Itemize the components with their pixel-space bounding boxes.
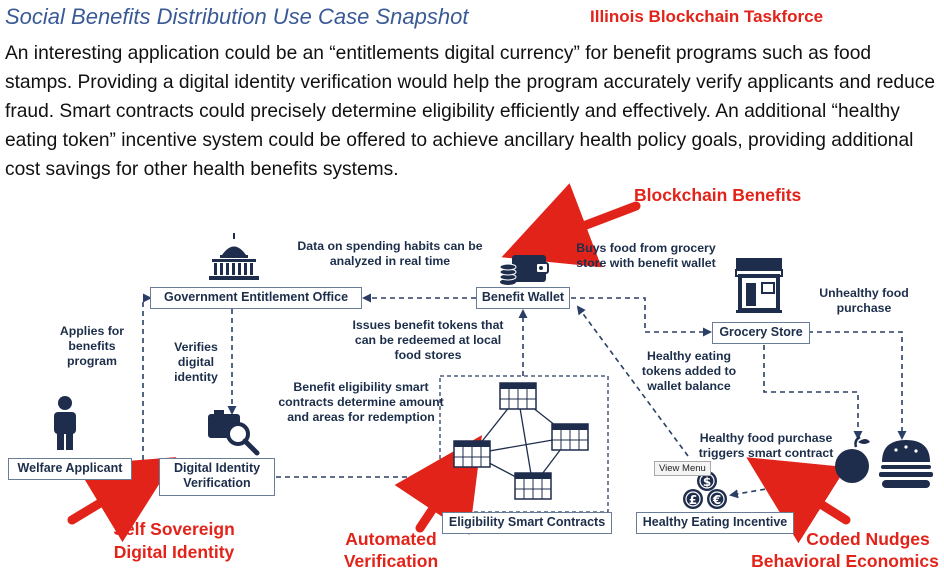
red-arrow-self-sovereign [67, 457, 177, 543]
slide-title: Social Benefits Distribution Use Case Sn… [5, 4, 469, 29]
node-benefit-wallet: Benefit Wallet [476, 287, 570, 309]
annotation-blockchain-benefits: Blockchain Benefits [634, 185, 802, 205]
connector-incentive-to-wallet [576, 305, 689, 457]
note-healthy-purchase: Healthy food purchase triggers smart con… [698, 431, 834, 460]
annotation-automated-line1: Automated [345, 529, 437, 549]
note-verifies: Verifies digital identity [174, 340, 218, 384]
connector-wallet-to-grocery [571, 297, 712, 337]
annotation-automated-line2: Verification [343, 551, 439, 571]
view-menu-tooltip[interactable]: View Menu [654, 461, 711, 476]
annotation-self-sovereign-line1: Self Sovereign [113, 519, 235, 539]
connector-grocery-to-burger [808, 331, 907, 440]
red-arrow-blockchain-benefits [501, 183, 641, 268]
organization-label: Illinois Blockchain Taskforce [590, 7, 824, 26]
contracts-dashed-frame [439, 375, 609, 513]
note-applies: Applies for benefits program [59, 324, 125, 368]
note-buys-food: Buys food from grocery store with benefi… [576, 241, 716, 270]
annotation-coded-nudges: Coded Nudges [806, 529, 930, 549]
red-arrow-coded-nudges [746, 457, 851, 544]
note-eligibility-contracts: Benefit eligibility smart contracts dete… [278, 380, 444, 424]
red-arrow-automated [394, 435, 482, 535]
note-issues-tokens: Issues benefit tokens that can be redeem… [352, 318, 504, 362]
connector-apple-to-coins [729, 476, 837, 499]
node-healthy-eating-incentive: Healthy Eating Incentive [636, 512, 794, 534]
annotation-behavioral-economics: Behavioral Economics [751, 551, 939, 571]
node-eligibility-smart-contracts: Eligibility Smart Contracts [442, 512, 612, 534]
node-digital-identity-verification: Digital Identity Verification [159, 458, 275, 496]
connector-grocery-to-apple [763, 345, 863, 440]
annotation-self-sovereign-line2: Digital Identity [113, 542, 235, 562]
node-government-entitlement-office: Government Entitlement Office [150, 287, 362, 309]
note-healthy-tokens: Healthy eating tokens added to wallet ba… [641, 349, 737, 393]
node-grocery-store: Grocery Store [712, 322, 810, 344]
node-welfare-applicant: Welfare Applicant [8, 458, 132, 480]
intro-paragraph: An interesting application could be an “… [5, 43, 936, 180]
note-spending-data: Data on spending habits can be analyzed … [297, 239, 483, 268]
note-unhealthy-purchase: Unhealthy food purchase [819, 286, 909, 315]
connector-applicant-to-office [142, 293, 152, 460]
